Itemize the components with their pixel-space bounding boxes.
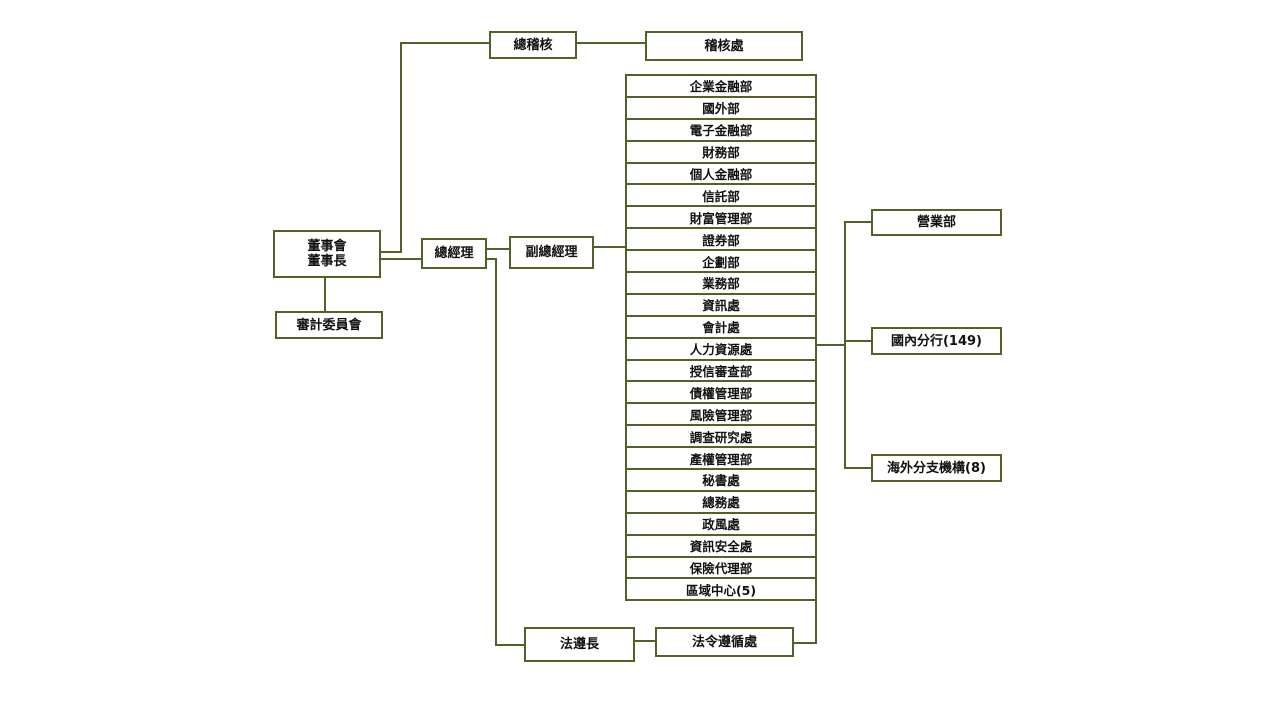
department-item: 調查研究處 bbox=[627, 426, 815, 449]
chief-auditor-box: 總稽核 bbox=[489, 31, 577, 59]
president-box: 總經理 bbox=[421, 238, 487, 269]
department-item: 業務部 bbox=[627, 273, 815, 295]
department-item: 保險代理部 bbox=[627, 558, 815, 580]
department-item: 企業金融部 bbox=[627, 76, 815, 98]
department-item: 企劃部 bbox=[627, 251, 815, 274]
branch-box-business: 營業部 bbox=[871, 209, 1002, 236]
department-item: 總務處 bbox=[627, 492, 815, 514]
department-item: 政風處 bbox=[627, 514, 815, 536]
board-label: 董事會 bbox=[307, 239, 347, 254]
chairman-label: 董事長 bbox=[307, 254, 347, 269]
department-item: 資訊安全處 bbox=[627, 536, 815, 558]
department-item: 區域中心(5) bbox=[627, 579, 815, 602]
department-item: 秘書處 bbox=[627, 470, 815, 492]
chief-compliance-officer-box: 法遵長 bbox=[524, 627, 635, 662]
department-item: 信託部 bbox=[627, 185, 815, 208]
department-item: 財務部 bbox=[627, 142, 815, 164]
department-item: 資訊處 bbox=[627, 295, 815, 317]
department-item: 國外部 bbox=[627, 98, 815, 120]
department-item: 個人金融部 bbox=[627, 164, 815, 186]
evp-box: 副總經理 bbox=[509, 236, 594, 269]
compliance-office-box: 法令遵循處 bbox=[655, 627, 794, 657]
branch-box-domestic: 國內分行(149) bbox=[871, 327, 1002, 355]
audit-office-box: 稽核處 bbox=[645, 31, 803, 61]
department-item: 電子金融部 bbox=[627, 120, 815, 142]
audit-committee-box: 審計委員會 bbox=[275, 311, 383, 339]
department-list: 企業金融部國外部電子金融部財務部個人金融部信託部財富管理部證券部企劃部業務部資訊… bbox=[625, 74, 817, 602]
branch-box-overseas: 海外分支機構(8) bbox=[871, 454, 1002, 482]
department-item: 財富管理部 bbox=[627, 207, 815, 230]
department-item: 產權管理部 bbox=[627, 448, 815, 471]
department-item: 授信審查部 bbox=[627, 361, 815, 383]
department-item: 債權管理部 bbox=[627, 382, 815, 405]
department-item: 證券部 bbox=[627, 229, 815, 252]
board-box: 董事會董事長 bbox=[273, 230, 381, 278]
department-item: 人力資源處 bbox=[627, 339, 815, 361]
department-item: 風險管理部 bbox=[627, 404, 815, 427]
department-item: 會計處 bbox=[627, 317, 815, 339]
